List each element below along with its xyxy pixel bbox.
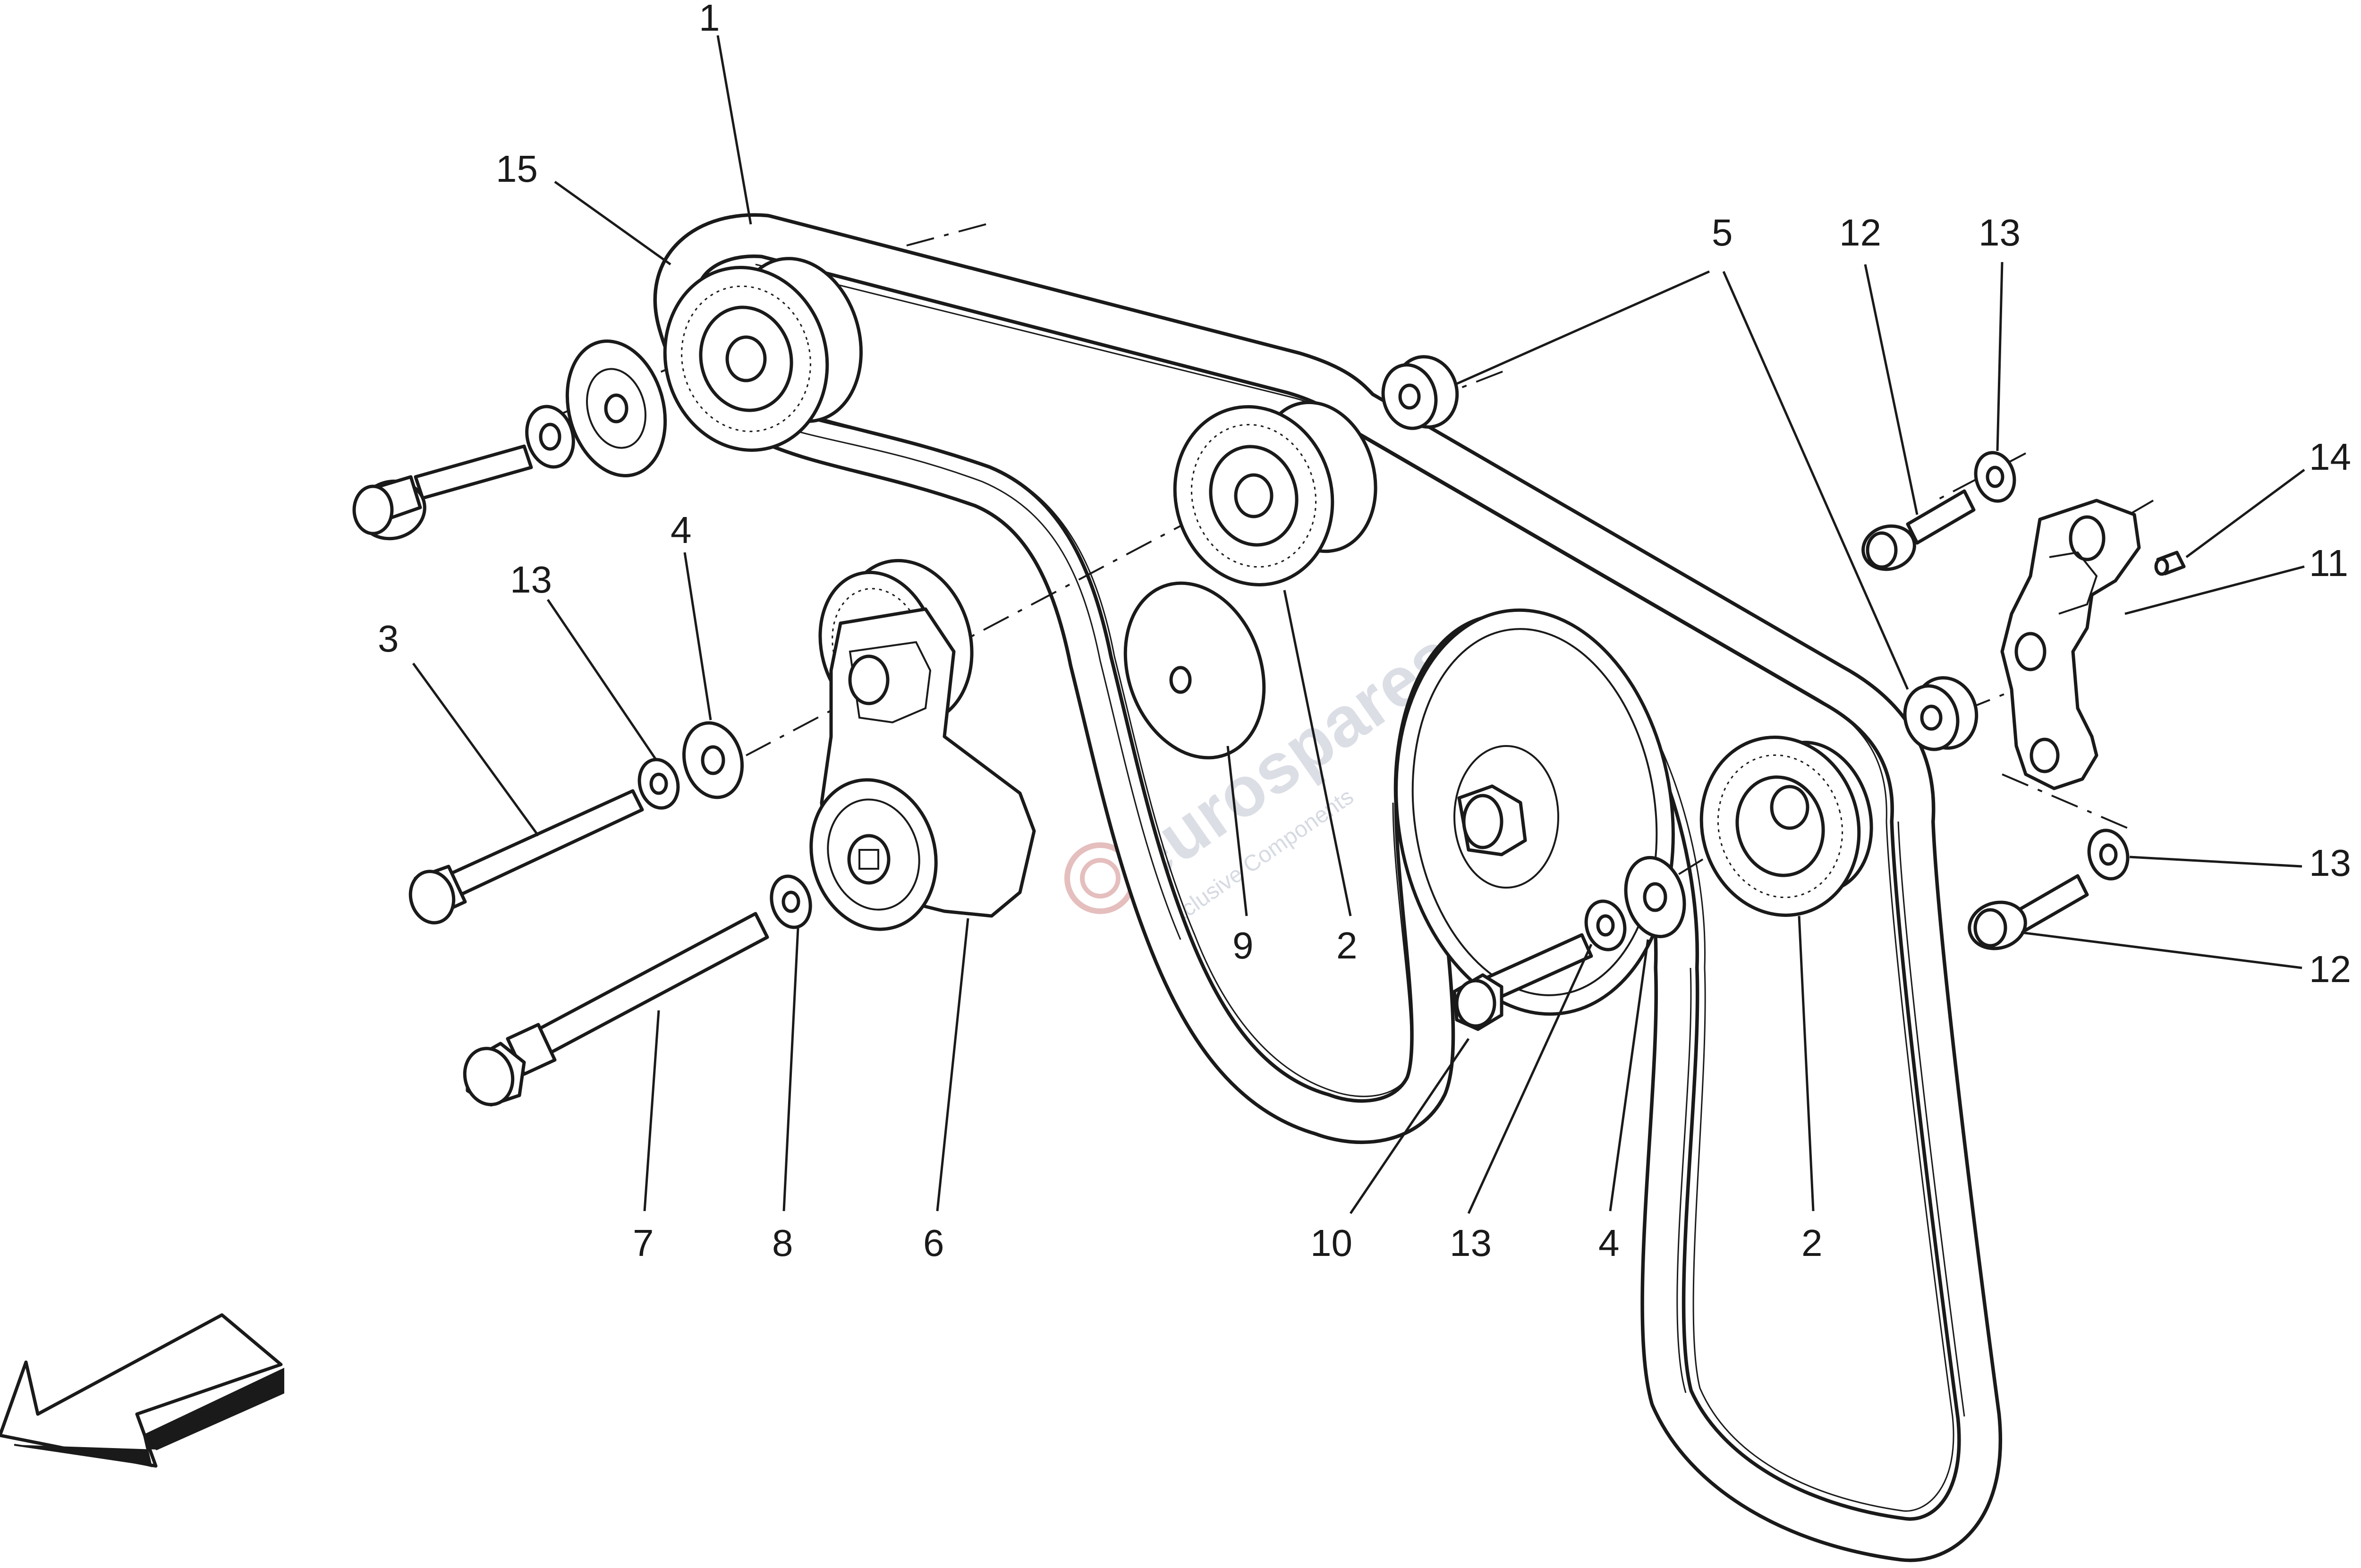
mounting-bracket	[2000, 499, 2141, 790]
large-washer	[565, 339, 667, 477]
small-washer-upper-left	[525, 405, 575, 469]
hex-bolt-lower-middle	[1452, 933, 1593, 1031]
long-flange-bolt	[463, 912, 769, 1107]
callout-6: 6	[923, 1222, 944, 1264]
callout-4-left: 4	[671, 509, 692, 551]
spacer-lower-right	[1903, 676, 1979, 751]
callout-10: 10	[1310, 1222, 1352, 1264]
socket-bolt-upper-right	[1861, 489, 1976, 571]
callout-15: 15	[496, 148, 538, 190]
small-washer-lower	[770, 874, 812, 929]
callout-11: 11	[2309, 542, 2348, 584]
callout-14: 14	[2309, 436, 2351, 478]
callout-7: 7	[633, 1222, 654, 1264]
callout-2-bottom: 2	[1801, 1222, 1823, 1264]
spacer-upper-right	[1381, 355, 1459, 430]
callout-5: 5	[1712, 212, 1733, 254]
dowel-pin	[2154, 551, 2186, 576]
small-washer-upper-right	[1974, 451, 2016, 503]
callout-8: 8	[772, 1222, 793, 1264]
socket-bolt-upper-left	[352, 444, 533, 541]
callout-13-top: 13	[1979, 212, 2021, 254]
callout-13-left: 13	[510, 559, 552, 601]
callout-13-right: 13	[2309, 842, 2351, 884]
callout-2-upper: 2	[1336, 924, 1358, 966]
spacer-washer-left	[682, 721, 744, 799]
callout-1: 1	[699, 0, 720, 39]
callout-9: 9	[1232, 924, 1254, 966]
socket-bolt-lower-right	[1968, 874, 2089, 950]
callout-12-right: 12	[2309, 948, 2351, 990]
small-washer-left	[637, 758, 680, 810]
front-direction-arrow-icon	[0, 1313, 284, 1468]
dust-cover	[1123, 581, 1266, 760]
callout-4-bottom: 4	[1598, 1222, 1620, 1264]
small-washer-lower-right	[2087, 829, 2130, 881]
idler-pulley-upper-left	[663, 257, 863, 452]
belt-tensioner	[809, 559, 1036, 931]
small-washer-lower-middle	[1584, 899, 1627, 951]
long-bolt-upper	[408, 789, 644, 924]
spacer-washer-right	[1624, 856, 1686, 939]
idler-pulley-middle	[1173, 400, 1377, 586]
leader-lines	[412, 35, 2305, 1214]
callout-12-top: 12	[1839, 212, 1881, 254]
idler-pulley-lower-right	[1699, 736, 1873, 917]
callout-3: 3	[378, 618, 399, 660]
callout-13-bottom: 13	[1450, 1222, 1492, 1264]
callout-labels: 1 15 5 12 13 14 11 4 13 3 9 2 13 12 7 8 …	[378, 0, 2351, 1264]
